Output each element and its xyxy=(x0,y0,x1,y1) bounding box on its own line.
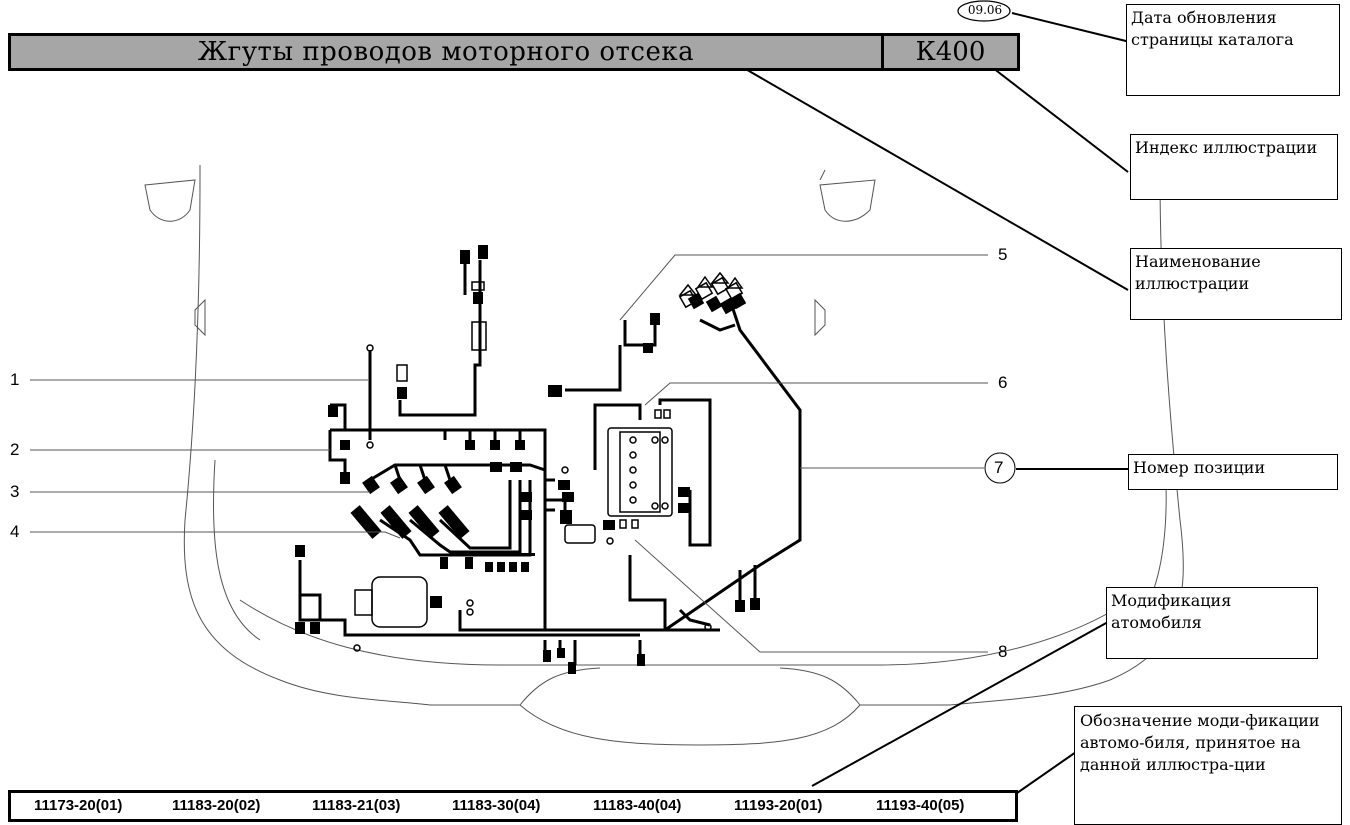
position-number: 3 xyxy=(10,482,20,501)
callout-modification-designation: Обозначение моди-фикации автомо-биля, пр… xyxy=(1074,706,1342,825)
harness-main xyxy=(330,428,720,632)
modifications-bar xyxy=(8,790,1018,822)
callout-date-update: Дата обновления страницы каталога xyxy=(1126,4,1340,96)
modification-code: 11173-20(01) xyxy=(34,797,123,814)
modification-code: 11183-30(04) xyxy=(452,797,541,814)
air-filter xyxy=(371,576,428,628)
position-number: 4 xyxy=(10,522,20,541)
illustration-index: К400 xyxy=(915,37,986,67)
position-number: 6 xyxy=(998,373,1008,392)
modification-code: 11193-40(05) xyxy=(876,797,965,814)
car-body-outline xyxy=(183,174,1184,746)
illustration-title: Жгуты проводов моторного отсека xyxy=(197,37,695,67)
update-date: 09.06 xyxy=(967,3,1003,17)
left-mirror xyxy=(144,179,196,222)
position-number: 7 xyxy=(994,458,1004,477)
position-number: 2 xyxy=(10,440,20,459)
callout-position-number: Номер позиции xyxy=(1128,454,1338,490)
position-number: 8 xyxy=(998,642,1008,661)
illustration-index-box: К400 xyxy=(884,33,1020,71)
position-number: 1 xyxy=(10,370,20,389)
illustration-title-bar: Жгуты проводов моторного отсека xyxy=(8,33,884,71)
modification-code: 11183-21(03) xyxy=(312,797,401,814)
callout-illustration-index: Индекс иллюстрации xyxy=(1130,134,1338,200)
modification-code: 11193-20(01) xyxy=(734,797,823,814)
callout-modification: Модификация атомобиля xyxy=(1106,587,1318,659)
modification-code: 11183-40(04) xyxy=(593,797,682,814)
position-number: 5 xyxy=(998,245,1008,264)
modification-code: 11183-20(02) xyxy=(172,797,261,814)
battery xyxy=(607,427,673,517)
callout-illustration-name: Наименование иллюстрации xyxy=(1130,248,1342,320)
right-mirror xyxy=(819,179,876,222)
